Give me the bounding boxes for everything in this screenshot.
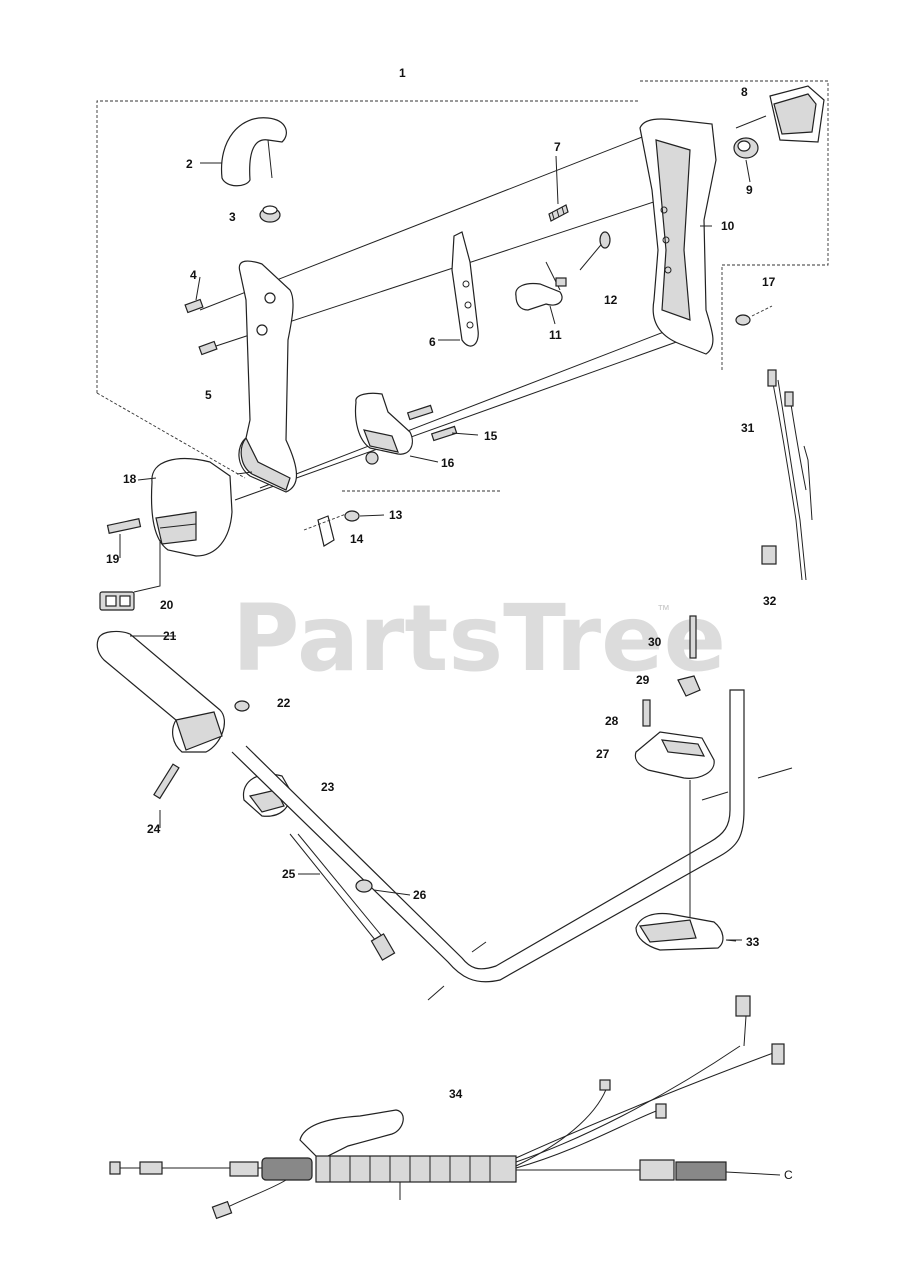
part-28-screw <box>642 699 651 727</box>
callout-18: 18 <box>123 472 137 486</box>
callout-10: 10 <box>721 219 735 233</box>
watermark-text: PartsTree <box>232 585 726 692</box>
part-8-switch <box>735 85 825 143</box>
part-26-sleeve <box>355 879 373 893</box>
callout-4: 4 <box>190 268 197 282</box>
part-27-footrest-clamp <box>634 731 715 930</box>
part-6-trigger <box>451 231 479 347</box>
watermark-trademark: ™ <box>657 602 670 617</box>
callout-25: 25 <box>282 867 296 881</box>
part-22-nut <box>234 700 250 712</box>
callout-17: 17 <box>762 275 776 289</box>
part-24-bolt <box>153 763 180 800</box>
part-19-screw <box>106 518 142 534</box>
part-16-clamp <box>354 392 413 465</box>
callout-16: 16 <box>441 456 455 470</box>
part-18-handle-base <box>150 458 233 557</box>
callout-7: 7 <box>554 140 561 154</box>
callout-2: 2 <box>186 157 193 171</box>
part-12-pin <box>579 231 611 271</box>
part-33-footrest-pad <box>635 912 742 951</box>
callout-3: 3 <box>229 210 236 224</box>
part-25-cable <box>289 833 396 961</box>
assembly-frame <box>96 80 829 492</box>
part-15-screws <box>406 404 458 442</box>
callout-labels: 1 2 3 4 5 6 7 8 9 10 11 12 13 14 15 16 1… <box>106 66 777 1101</box>
callout-6: 6 <box>429 335 436 349</box>
callout-31: 31 <box>741 421 755 435</box>
part-4-screws <box>184 298 218 356</box>
part-31-wire-harness <box>767 369 813 581</box>
callout-23: 23 <box>321 780 335 794</box>
part-3-spring-clip <box>259 205 281 223</box>
part-30-bolt <box>689 615 697 659</box>
callout-15: 15 <box>484 429 498 443</box>
part-5-handle-housing <box>238 260 297 493</box>
callout-27: 27 <box>596 747 610 761</box>
callout-8: 8 <box>741 85 748 99</box>
callout-22: 22 <box>277 696 291 710</box>
part-10-handle-housing <box>639 118 717 355</box>
part-20-connector <box>99 540 161 611</box>
callout-19: 19 <box>106 552 120 566</box>
callout-28: 28 <box>605 714 619 728</box>
callout-1: 1 <box>399 66 406 80</box>
callout-32: 32 <box>763 594 777 608</box>
callout-30: 30 <box>648 635 662 649</box>
part-21-grip <box>96 630 225 753</box>
callout-leaders <box>119 155 737 942</box>
callout-14: 14 <box>350 532 364 546</box>
part-29-nut <box>677 675 701 697</box>
part-34-throttle-harness <box>109 995 785 1220</box>
part-32-clip <box>761 545 777 565</box>
callout-9: 9 <box>746 183 753 197</box>
part-11-lock-lever <box>515 261 567 311</box>
callout-33: 33 <box>746 935 760 949</box>
callout-20: 20 <box>160 598 174 612</box>
part-17-nut <box>735 305 773 326</box>
callout-13: 13 <box>389 508 403 522</box>
cable-end-marker: C <box>784 1168 793 1182</box>
callout-11: 11 <box>549 328 562 342</box>
callout-29: 29 <box>636 673 650 687</box>
callout-24: 24 <box>147 822 161 836</box>
part-2-handle-cap <box>200 117 287 187</box>
part-9-knob <box>733 137 759 183</box>
callout-5: 5 <box>205 388 212 402</box>
part-14-washer <box>303 513 347 547</box>
callout-26: 26 <box>413 888 427 902</box>
part-13-bushing <box>344 510 360 522</box>
part-7-spring <box>548 204 569 222</box>
callout-34: 34 <box>449 1087 463 1101</box>
callout-12: 12 <box>604 293 618 307</box>
handlebar-tube <box>231 689 793 1001</box>
